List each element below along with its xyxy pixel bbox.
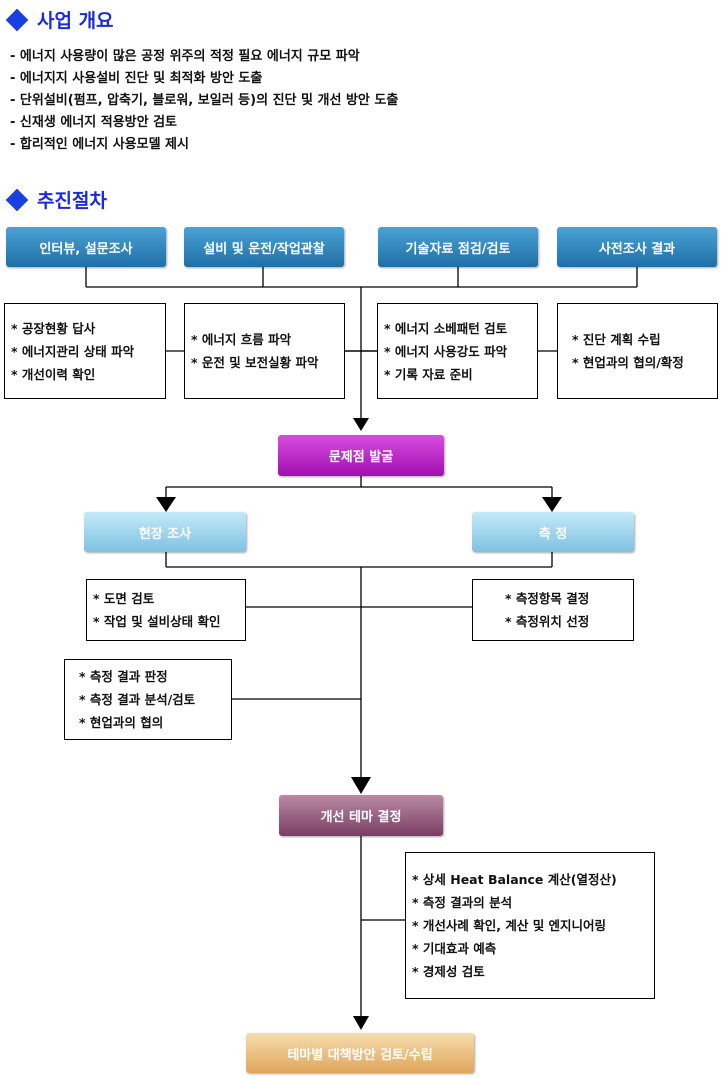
detail-item: * 공장현황 답사 xyxy=(11,320,96,336)
improvement-theme: 개선 테마 결정 xyxy=(279,795,443,836)
detail-item: * 측정 결과 판정 xyxy=(79,669,168,684)
interview-details: * 공장현황 답사 * 에너지관리 상태 파악 * 개선이력 확인 xyxy=(4,303,166,399)
overview-item: - 단위설비(펌프, 압축기, 블로워, 보일러 등)의 진단 및 개선 방안 … xyxy=(10,93,399,108)
detail-item: * 운전 및 보전실황 파악 xyxy=(191,355,319,370)
detail-item: * 상세 Heat Balance 계산(열정산) xyxy=(412,872,617,887)
preliminary-details: * 진단 계획 수립 * 현업과의 협의/확정 xyxy=(557,303,718,399)
overview-list: - 에너지 사용량이 많은 공정 위주의 적정 필요 에너지 규모 파악 - 에… xyxy=(10,46,398,156)
diamond-bullet-icon xyxy=(5,8,29,31)
detail-item: * 에너지 흐름 파악 xyxy=(191,332,292,347)
measurement-details: * 측정항목 결정 * 측정위치 선정 xyxy=(472,579,634,641)
header-observation: 설비 및 운전/작업관찰 xyxy=(184,227,344,267)
detail-item: * 측정 결과 분석/검토 xyxy=(79,692,196,707)
header-preliminary: 사전조사 결과 xyxy=(557,227,717,267)
measurement: 측 정 xyxy=(472,512,634,552)
detail-item: * 진단 계획 수립 xyxy=(572,332,661,347)
field-survey: 현장 조사 xyxy=(84,512,246,552)
overview-item: - 신재생 에너지 적용방안 검토 xyxy=(10,115,178,130)
overview-item: - 에너지지 사용설비 진단 및 최적화 방안 도출 xyxy=(10,71,263,86)
detail-item: * 개선사례 확인, 계산 및 엔지니어링 xyxy=(412,918,607,933)
observation-details: * 에너지 흐름 파악 * 운전 및 보전실황 파악 xyxy=(184,303,345,399)
detail-item: * 측정 결과의 분석 xyxy=(412,895,513,910)
diamond-bullet-icon xyxy=(5,188,29,211)
detail-item: * 경제성 검토 xyxy=(412,964,485,979)
final-measures: 테마별 대책방안 검토/수립 xyxy=(246,1033,474,1073)
procedure-title: 추진절차 xyxy=(37,190,107,212)
detail-item: * 현업과의 협의 xyxy=(79,715,164,730)
detail-item: * 기록 자료 준비 xyxy=(384,366,473,382)
detail-item: * 에너지 소베패턴 검토 xyxy=(384,320,508,336)
header-interview: 인터뷰, 설문조사 xyxy=(6,227,166,267)
field-survey-details: * 도면 검토 * 작업 및 설비상태 확인 xyxy=(86,579,246,641)
detail-item: * 기대효과 예측 xyxy=(412,941,497,956)
detail-item: * 에너지관리 상태 파악 xyxy=(11,343,135,359)
procedure-heading: 추진절차 xyxy=(5,186,107,213)
detail-item: * 작업 및 설비상태 확인 xyxy=(93,614,221,629)
detail-item: * 측정항목 결정 xyxy=(505,591,590,606)
overview-title: 사업 개요 xyxy=(37,10,114,32)
theme-details: * 상세 Heat Balance 계산(열정산) * 측정 결과의 분석 * … xyxy=(405,852,655,999)
overview-heading: 사업 개요 xyxy=(5,6,114,33)
result-details: * 측정 결과 판정 * 측정 결과 분석/검토 * 현업과의 협의 xyxy=(64,659,232,740)
header-tech-data: 기술자료 점검/검토 xyxy=(378,227,538,267)
detail-item: * 도면 검토 xyxy=(93,591,155,606)
detail-item: * 개선이력 확인 xyxy=(11,366,96,382)
tech-data-details: * 에너지 소베패턴 검토 * 에너지 사용강도 파악 * 기록 자료 준비 xyxy=(377,303,538,399)
overview-item: - 에너지 사용량이 많은 공정 위주의 적정 필요 에너지 규모 파악 xyxy=(10,49,360,64)
detail-item: * 현업과의 협의/확정 xyxy=(572,355,684,370)
detail-item: * 측정위치 선정 xyxy=(505,614,590,629)
problem-discovery: 문제점 발굴 xyxy=(278,435,444,476)
overview-item: - 합리적인 에너지 사용모델 제시 xyxy=(10,137,189,152)
detail-item: * 에너지 사용강도 파악 xyxy=(384,343,508,359)
